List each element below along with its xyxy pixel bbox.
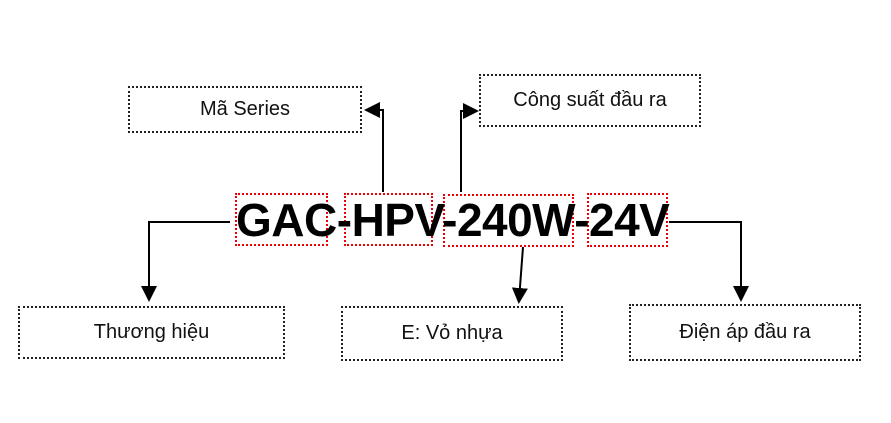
label-power: Công suất đầu ra [479,74,701,127]
label-brand: Thương hiệu [18,306,285,359]
code-voltage: 24V [589,194,670,246]
arrow-brand [141,221,230,302]
code-separator: - [442,194,457,246]
label-voltage: Điện áp đầu ra [629,304,861,361]
code-separator: - [574,194,590,246]
code-brand: GAC [236,194,337,246]
arrow-series [364,102,384,192]
segment-box-voltage [587,193,668,247]
segment-box-brand [235,193,328,246]
segment-box-series [344,193,433,246]
code-separator: - [336,194,352,246]
arrow-case [511,246,528,304]
code-power: 240W [456,194,575,246]
label-case: E: Vỏ nhựa [341,306,563,361]
segment-box-power [443,194,574,247]
arrow-voltage [669,221,749,302]
code-series: HPV [351,194,443,246]
model-code: GAC-HPV-240W-24V [236,192,670,248]
arrow-power [460,103,479,192]
label-series: Mã Series [128,86,362,133]
